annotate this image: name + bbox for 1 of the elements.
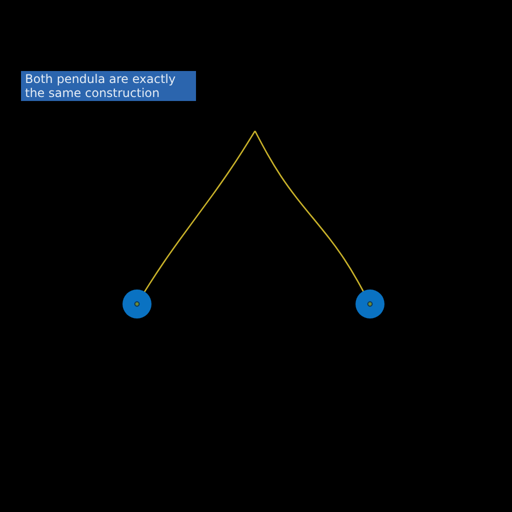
note-label: Both pendula are exactly the same construction bbox=[21, 71, 196, 101]
